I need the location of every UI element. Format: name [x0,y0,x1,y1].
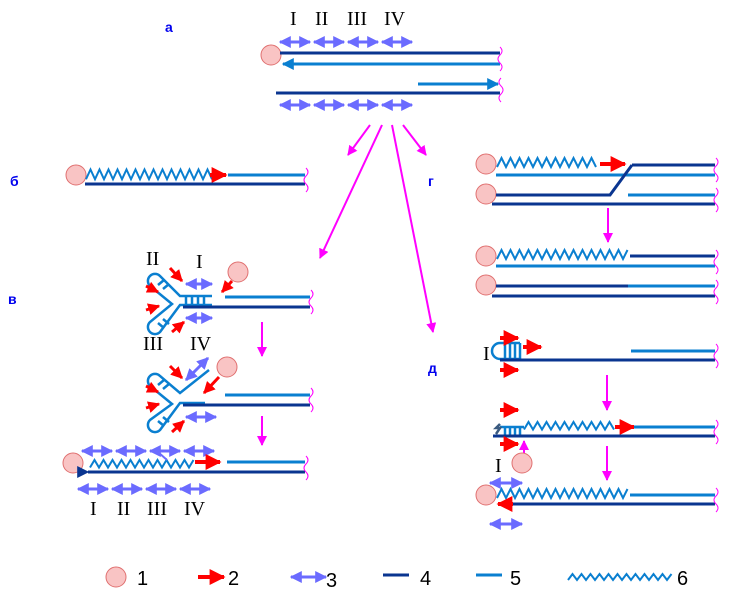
break-mark-icon [303,167,309,193]
legend-label: 2 [228,568,239,590]
segment-label-III: III [147,498,167,520]
primer-arrow-icon [170,419,186,434]
segment-label-I: I [495,455,502,477]
segment-label-III: III [347,8,367,30]
bead-icon [227,261,249,283]
panel-label-g: г [428,173,434,189]
segment-label-III: III [143,333,163,355]
bead-icon [65,164,87,186]
y-structure [146,369,210,434]
arrow-to-b [347,124,371,156]
primer-arrow-icon [168,364,184,380]
legend-item-5: 5 [476,568,521,590]
primer-arrow-icon [168,266,184,283]
primer-arrow-icon [145,281,160,294]
panel-d: д I I [428,330,719,530]
bead-icon [260,44,282,66]
segment-double-arrow-icon [184,356,210,382]
legend-item-2: 2 [198,568,239,590]
bead-icon [511,452,533,474]
panel-g: г [428,153,719,305]
zigzag-extension [85,167,213,182]
zigzag-extension [496,247,629,262]
break-mark-icon [308,387,314,413]
legend-label: 4 [420,568,431,590]
break-mark-icon [498,77,504,103]
panel-label-v: в [8,291,17,307]
bead-icon [216,356,238,378]
bead-icon [475,274,497,296]
segment-label-I: I [90,498,97,520]
legend-item-3: 3 [289,570,337,592]
bead-icon [475,484,497,506]
legend-label: 1 [137,568,148,590]
primer-arrow-icon [202,375,221,395]
primer-arrow-icon [145,303,161,315]
bead-icon [62,452,84,474]
break-mark-icon [713,187,719,213]
segment-label-IV: IV [384,8,406,30]
primer-arrow-icon [145,381,160,394]
break-mark-icon [303,455,309,481]
primer-arrow-icon [171,320,185,334]
dark-strand-crossover [496,164,634,197]
primer-arrow-icon [145,401,161,413]
panel-label-b: б [10,173,19,189]
bead-icon [105,566,127,588]
break-mark-icon [713,343,719,369]
arrow-to-g [402,124,427,156]
bead-icon [475,153,497,175]
zigzag-extension [523,420,615,432]
panel-a: а I II III IV [165,8,504,111]
zigzag-extension [496,486,629,501]
primer-arrow-icon [220,279,234,294]
segment-label-II: II [315,8,328,30]
break-mark-icon [713,249,719,275]
transition-arrows [319,124,437,333]
arrow-to-d [391,124,437,333]
segment-label-II: II [146,248,159,270]
hairpin-loop [492,423,524,436]
segment-label-II: II [117,498,130,520]
break-mark-icon [713,157,719,183]
hairpin-loop [490,341,522,361]
legend-item-6: 6 [567,568,688,590]
panel-label-a: а [165,19,173,35]
arrow-to-v [319,124,383,259]
segment-label-I: I [196,251,203,273]
segment-label-I: I [483,343,490,365]
panel-v: в II I III IV [8,248,314,520]
zigzag-extension [89,458,195,470]
segment-label-I: I [290,8,297,30]
legend-item-4: 4 [383,568,431,590]
break-mark-icon [497,46,503,72]
segment-label-IV: IV [184,498,206,520]
break-mark-icon [713,487,719,513]
legend-label: 5 [510,568,521,590]
zigzag-extension-icon [567,572,673,582]
segment-label-IV: IV [190,333,212,355]
panel-b: б [10,164,309,193]
break-mark-icon [713,419,719,445]
legend-label: 3 [326,570,337,592]
legend-label: 6 [677,568,688,590]
legend: 1 2 3 4 5 6 [105,566,688,592]
bead-icon [475,245,497,267]
segment-fragment [157,451,168,461]
panel-label-d: д [428,360,437,376]
break-mark-icon [308,289,314,315]
zigzag-extension [496,155,597,170]
bead-icon [475,183,497,205]
legend-item-1: 1 [105,566,148,590]
break-mark-icon [713,279,719,305]
